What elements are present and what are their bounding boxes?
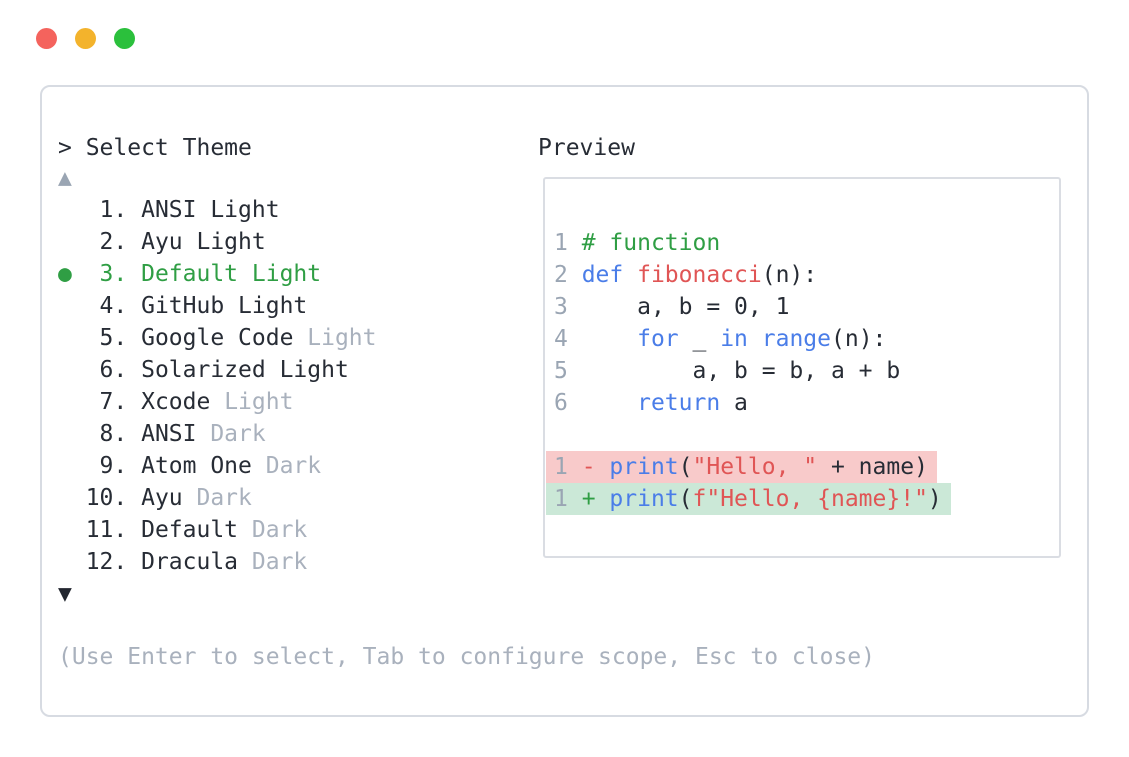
window-controls (36, 28, 135, 49)
theme-item[interactable]: 10. Ayu Dark (58, 485, 252, 511)
theme-item[interactable]: 6. Solarized Light (58, 357, 349, 383)
code-line: 1 # function (554, 230, 721, 256)
code-line: 3 a, b = 0, 1 (554, 294, 790, 320)
preview-pane: 1 # function 2 def fibonacci(n): 3 a, b = … (543, 177, 1061, 558)
code-block: 1 # function 2 def fibonacci(n): 3 a, b = … (545, 227, 1059, 515)
theme-list: ▲ 1. ANSI Light 2. Ayu Light ● 3. Default… (58, 162, 377, 610)
theme-picker-panel: > Select Theme ▲ 1. ANSI Light 2. Ayu Li… (40, 85, 1089, 717)
theme-item[interactable]: 11. Default Dark (58, 517, 308, 543)
scroll-up-icon: ▲ (58, 165, 72, 191)
theme-item[interactable]: 2. Ayu Light (58, 229, 266, 255)
theme-item[interactable]: 8. ANSI Dark (58, 421, 266, 447)
theme-item[interactable]: 1. ANSI Light (58, 197, 280, 223)
theme-item[interactable]: 9. Atom One Dark (58, 453, 322, 479)
code-line: 6 return a (554, 390, 748, 416)
maximize-button[interactable] (114, 28, 135, 49)
diff-added-line: 1 + print(f"Hello, {name}!") (545, 483, 1059, 515)
code-line (545, 419, 1059, 451)
theme-item[interactable]: 5. Google Code Light (58, 325, 377, 351)
scroll-down-icon[interactable]: ▼ (58, 581, 72, 607)
select-theme-prompt: > Select Theme (58, 135, 252, 161)
theme-item[interactable]: ● 3. Default Light (58, 261, 322, 287)
diff-removed-line: 1 - print("Hello, " + name) (545, 451, 1059, 483)
theme-item[interactable]: 12. Dracula Dark (58, 549, 308, 575)
code-line: 4 for _ in range(n): (554, 326, 887, 352)
help-text: (Use Enter to select, Tab to configure s… (58, 644, 875, 670)
close-button[interactable] (36, 28, 57, 49)
code-line: 5 a, b = b, a + b (554, 358, 901, 384)
theme-item[interactable]: 7. Xcode Light (58, 389, 294, 415)
minimize-button[interactable] (75, 28, 96, 49)
preview-heading: Preview (538, 135, 635, 161)
code-line: 2 def fibonacci(n): (554, 262, 818, 288)
theme-item[interactable]: 4. GitHub Light (58, 293, 308, 319)
